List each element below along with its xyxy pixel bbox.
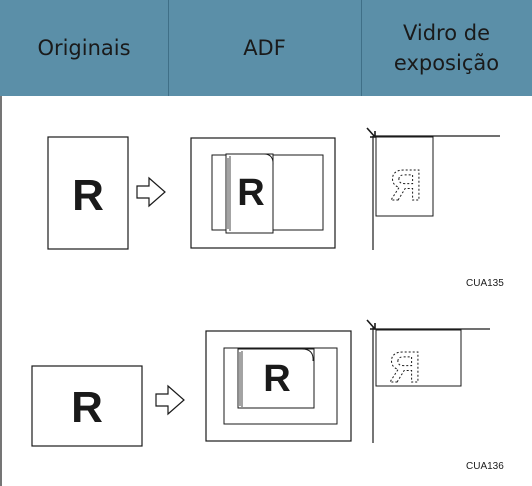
table-header: Originais ADF Vidro de exposição — [0, 0, 532, 96]
adf-letter: R — [263, 358, 290, 400]
header-divider — [168, 0, 169, 96]
corner-mark-icon — [366, 127, 376, 138]
arrow-right-icon — [136, 176, 166, 208]
row-1-illustration: R R R — [47, 127, 500, 250]
original-sheet-landscape — [31, 365, 143, 447]
glass-letter-mirrored: R — [389, 343, 421, 392]
adf-document — [225, 153, 274, 234]
header-vidro-exposicao: Vidro de exposição — [393, 21, 500, 75]
corner-mark-icon — [366, 319, 376, 330]
row-2-illustration: R R R — [31, 319, 490, 447]
figure-code: CUA135 — [466, 278, 504, 289]
original-letter: R — [71, 383, 103, 432]
adf-letter: R — [237, 172, 264, 214]
original-sheet-portrait — [47, 136, 129, 250]
glass-letter-mirrored: R — [390, 161, 422, 210]
original-letter: R — [72, 171, 104, 220]
header-divider — [361, 0, 362, 96]
header-adf: ADF — [243, 36, 286, 60]
arrow-right-icon — [155, 384, 185, 416]
header-originais: Originais — [37, 36, 131, 60]
adf-document — [237, 348, 315, 409]
glass-document — [375, 136, 434, 217]
figure-code: CUA136 — [466, 461, 504, 472]
glass-document — [375, 329, 462, 387]
